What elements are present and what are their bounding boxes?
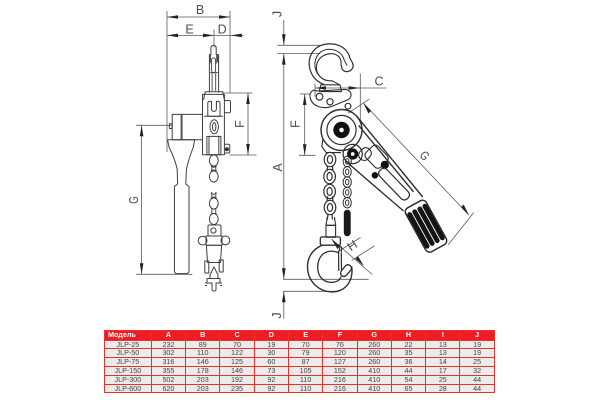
svg-text:J: J bbox=[270, 312, 284, 318]
svg-text:D: D bbox=[218, 23, 227, 37]
svg-text:H: H bbox=[345, 237, 360, 254]
svg-text:G: G bbox=[128, 196, 141, 204]
svg-text:J: J bbox=[271, 11, 285, 17]
svg-text:E: E bbox=[185, 23, 193, 37]
svg-text:F: F bbox=[289, 120, 303, 128]
svg-text:A: A bbox=[271, 163, 285, 172]
svg-text:F: F bbox=[233, 120, 247, 128]
svg-text:B: B bbox=[196, 3, 204, 17]
svg-text:C: C bbox=[374, 75, 383, 89]
